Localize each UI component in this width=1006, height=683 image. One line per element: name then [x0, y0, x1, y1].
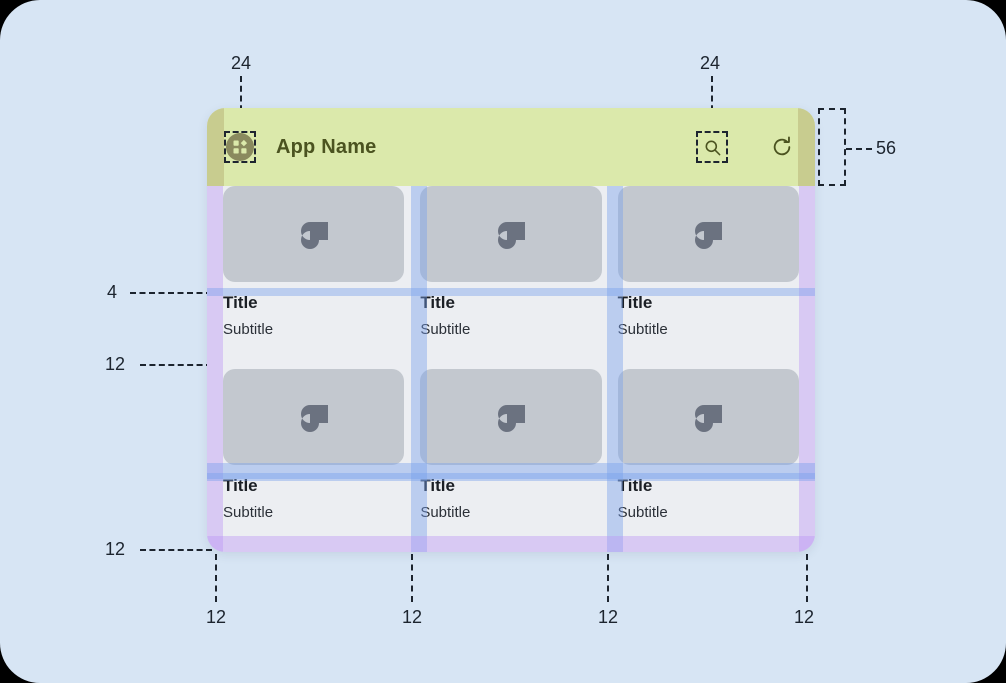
refresh-icon [773, 136, 791, 156]
card[interactable]: Title Subtitle [617, 369, 799, 536]
app-bar [207, 108, 815, 186]
annotation-title-gap: 4 [107, 282, 118, 302]
row-gap-overlay [207, 463, 815, 479]
annotation-bottom-padding: 12 [105, 539, 126, 559]
card-text: Title Subtitle [618, 471, 799, 536]
card-row: Title Subtitle Title Subtitle [223, 369, 799, 536]
title-gap-overlay-row-1 [207, 288, 815, 296]
annotation-appbar-height: 56 [876, 138, 897, 158]
card-subtitle: Subtitle [420, 321, 471, 338]
card-title: Title [223, 476, 258, 495]
leader-line-row-gap [140, 364, 212, 366]
image-placeholder-icon [497, 222, 525, 249]
annotation-row-gap: 12 [105, 354, 126, 374]
card-text: Title Subtitle [420, 288, 601, 353]
card-media [223, 186, 405, 282]
image-placeholder-icon [497, 405, 525, 432]
card[interactable]: Title Subtitle [223, 369, 405, 536]
card-media [420, 186, 602, 282]
leader-line-column-gap-1 [411, 554, 413, 602]
annotation-column-gap-2: 12 [598, 607, 619, 627]
card[interactable]: Title Subtitle [617, 186, 799, 353]
measure-box-appbar-height [818, 108, 846, 186]
card-text: Title Subtitle [223, 471, 404, 536]
leader-line-right-padding [806, 554, 808, 602]
column-gap-overlay-1 [411, 186, 427, 552]
search-icon [705, 140, 720, 155]
annotation-logo-touch-target: 24 [231, 53, 252, 73]
bottom-padding-overlay [207, 536, 815, 552]
app-grid-logo-icon [226, 133, 254, 161]
annotation-column-gap-1: 12 [402, 607, 423, 627]
app-title: App Name [276, 135, 377, 158]
column-gap-overlay-2 [607, 186, 623, 552]
image-placeholder-icon [695, 405, 723, 432]
annotation-search-touch-target: 24 [700, 53, 721, 73]
app-logo-touch-target[interactable] [224, 131, 256, 163]
card-text: Title Subtitle [223, 288, 404, 353]
card-title: Title [223, 293, 258, 312]
image-placeholder-icon [695, 222, 723, 249]
leader-line-search [711, 76, 713, 121]
card-title: Title [420, 476, 455, 495]
card-text: Title Subtitle [618, 288, 799, 353]
card-subtitle: Subtitle [420, 504, 471, 521]
appbar-left-padding-overlay [207, 108, 224, 186]
card-subtitle: Subtitle [223, 504, 274, 521]
card-media [420, 369, 602, 465]
card-title: Title [617, 476, 653, 495]
leader-line-appbar-height [846, 148, 872, 150]
title-gap-overlay-row-2-helper [207, 473, 815, 481]
card-subtitle: Subtitle [617, 321, 668, 338]
card-title: Title [420, 293, 455, 312]
leader-line-column-gap-2 [607, 554, 609, 602]
leader-line-left-padding [215, 554, 217, 602]
card[interactable]: Title Subtitle [223, 186, 405, 353]
refresh-button[interactable] [766, 131, 798, 163]
search-touch-target[interactable] [696, 131, 728, 163]
card-grid: Title Subtitle Title Subtitle [207, 186, 815, 552]
left-padding-overlay [207, 186, 223, 552]
right-padding-overlay [799, 186, 815, 552]
card-subtitle: Subtitle [617, 504, 668, 521]
app-mockup: App Name [207, 108, 815, 552]
card-text: Title Subtitle [420, 471, 601, 536]
annotation-right-padding: 12 [794, 607, 815, 627]
card-media [617, 369, 799, 465]
leader-line-title-gap [130, 292, 212, 294]
card-row: Title Subtitle Title Subtitle [223, 186, 799, 353]
card-title: Title [617, 293, 653, 312]
appbar-right-padding-overlay [798, 108, 815, 186]
leader-line-bottom-padding [140, 549, 212, 551]
card[interactable]: Title Subtitle [420, 186, 602, 353]
card[interactable]: Title Subtitle [420, 369, 602, 536]
image-placeholder-icon [300, 405, 328, 432]
card-media [223, 369, 405, 465]
image-placeholder-icon [300, 222, 328, 249]
card-subtitle: Subtitle [223, 321, 274, 338]
leader-line-logo [240, 76, 242, 121]
annotation-left-padding: 12 [206, 607, 227, 627]
card-media [617, 186, 799, 282]
